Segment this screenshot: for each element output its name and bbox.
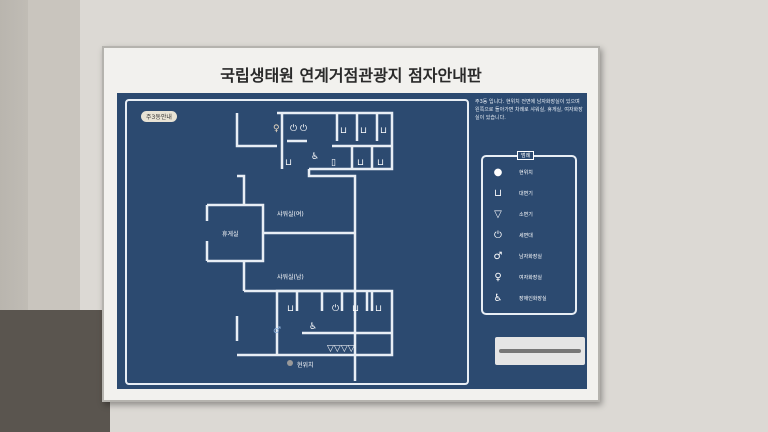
legend-item: ⊔대변기 xyxy=(491,184,571,202)
current-location-label: 현위치 xyxy=(297,361,314,369)
svg-text:⊔: ⊔ xyxy=(380,126,387,136)
info-note: 주3동 입니다. 현위치 전면에 남자화장실이 있으며 왼쪽으로 돌아가면 차례… xyxy=(475,99,583,121)
floor-plan-walls: ⏻ ⏻ ⊔ ⊔ ⊔ ⊔ ♿ ▯ ⊔ ⊔ ♀ ⊔ ⏻ ⊔ ⊔ ♿ ♂ ▽▽▽▽ 샤워실(여) 휴게실 샤… xyxy=(205,111,394,381)
svg-text:⊔: ⊔ xyxy=(340,126,347,136)
svg-text:⊔: ⊔ xyxy=(357,158,364,168)
legend-item: ♿장애인화장실 xyxy=(491,289,571,307)
sink-icon: ⏻ xyxy=(494,229,502,241)
legend-item: ▽소변기 xyxy=(491,205,571,223)
svg-text:⏻: ⏻ xyxy=(332,303,339,314)
toilet-icon: ⊔ xyxy=(494,187,502,199)
svg-text:⏻ ⏻: ⏻ ⏻ xyxy=(290,123,307,134)
svg-text:♿: ♿ xyxy=(309,322,317,332)
svg-text:⊔: ⊔ xyxy=(285,158,292,168)
room-shower-male: 샤워실(남) xyxy=(277,273,304,281)
male-restroom-icon: ♂ xyxy=(493,250,503,262)
svg-text:♿: ♿ xyxy=(311,152,319,162)
room-lounge: 휴게실 xyxy=(222,230,239,238)
map-panel: 주3동안내 ⏻ ⏻ ⊔ ⊔ ⊔ ⊔ ♿ ▯ ⊔ ⊔ ♀ ⊔ ⏻ ⊔ ⊔ ♿ ♂ ▽▽▽▽ 샤워실(여)… xyxy=(117,93,587,389)
legend-item: ●현위치 xyxy=(491,163,571,181)
svg-text:⊔: ⊔ xyxy=(375,304,382,314)
svg-text:⊔: ⊔ xyxy=(360,126,367,136)
urinal-icon: ▽ xyxy=(494,208,502,220)
floor-plan: 주3동안내 ⏻ ⏻ ⊔ ⊔ ⊔ ⊔ ♿ ▯ ⊔ ⊔ ♀ ⊔ ⏻ ⊔ ⊔ ♿ ♂ ▽▽▽▽ 샤워실(여)… xyxy=(125,99,469,385)
svg-text:⊔: ⊔ xyxy=(352,304,359,314)
metal-handle xyxy=(495,337,585,365)
svg-text:▽▽▽▽: ▽▽▽▽ xyxy=(327,344,355,354)
svg-text:⊔: ⊔ xyxy=(287,304,294,314)
floor xyxy=(0,310,110,432)
svg-text:▯: ▯ xyxy=(331,158,336,168)
sign-title: 국립생태원 연계거점관광지 점자안내판 xyxy=(220,66,482,85)
legend-item: ⏻세면대 xyxy=(491,226,571,244)
room-shower-female: 샤워실(여) xyxy=(277,210,304,218)
svg-text:♂: ♂ xyxy=(273,326,281,336)
legend-item: ♂남자화장실 xyxy=(491,247,571,265)
building-tag: 주3동안내 xyxy=(141,111,177,122)
wall-corner xyxy=(28,0,80,310)
current-location-icon: ● xyxy=(493,166,503,178)
accessible-restroom-icon: ♿ xyxy=(493,292,503,304)
female-restroom-icon: ♀ xyxy=(494,271,502,283)
svg-text:⊔: ⊔ xyxy=(377,158,384,168)
svg-text:♀: ♀ xyxy=(273,124,280,134)
legend: 범례 ●현위치 ⊔대변기 ▽소변기 ⏻세면대 ♂남자화장실 ♀여자화장실 ♿장애… xyxy=(481,151,577,315)
handle-rod xyxy=(499,349,581,353)
legend-title: 범례 xyxy=(517,151,535,160)
legend-item: ♀여자화장실 xyxy=(491,268,571,286)
braille-sign: 국립생태원 연계거점관광지 점자안내판 주3동안내 ⏻ ⏻ ⊔ ⊔ ⊔ ⊔ ♿ ▯ ⊔ ⊔ ♀… xyxy=(102,46,600,402)
